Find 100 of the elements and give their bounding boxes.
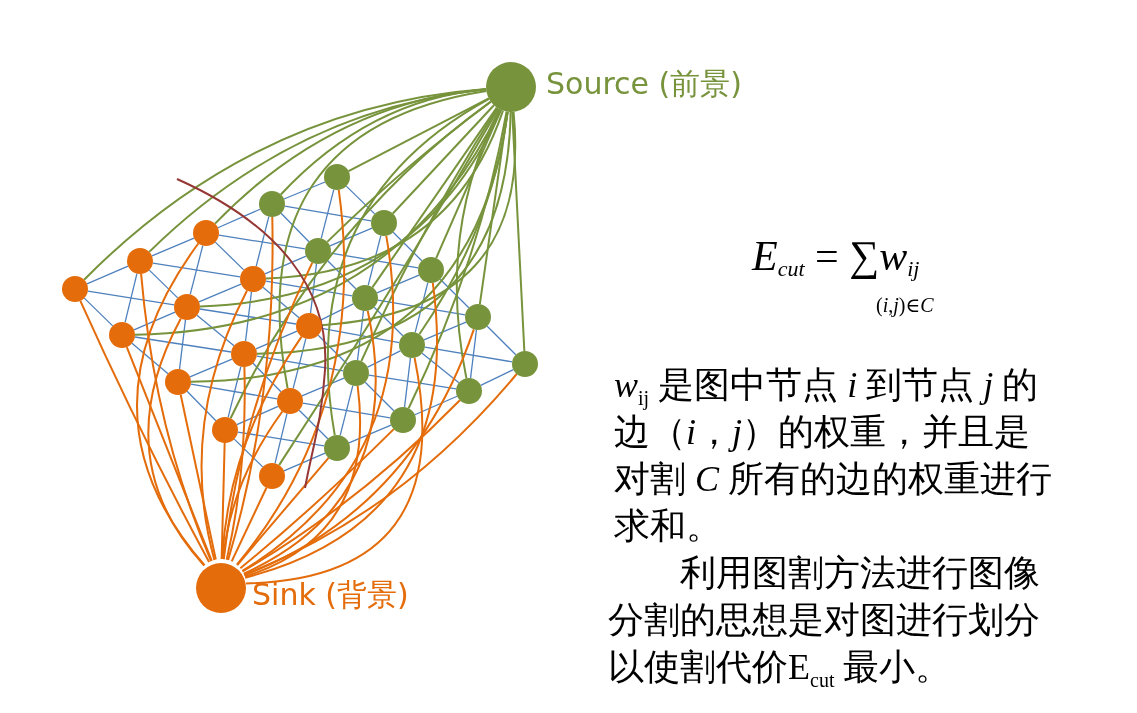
graph-edge — [367, 234, 382, 287]
graph-edge — [320, 188, 335, 240]
graph-edge — [229, 100, 492, 420]
graph-edge — [217, 208, 261, 229]
graph-edge — [278, 107, 500, 467]
graph-edge — [199, 308, 297, 325]
graph-edge — [256, 355, 344, 372]
graph-edge — [255, 330, 298, 350]
graph-edge — [190, 383, 278, 400]
graph-edge — [218, 234, 306, 250]
graph-node — [371, 210, 397, 236]
graph-node — [512, 351, 538, 377]
graph-edge — [86, 265, 129, 285]
graph-edge — [237, 431, 325, 447]
graph-node — [277, 388, 303, 414]
graph-edge — [339, 384, 354, 437]
terminal-label: Source (前景) — [546, 64, 742, 103]
graph-edge — [480, 369, 514, 386]
graph-edge — [198, 283, 242, 303]
graph-node — [193, 220, 219, 246]
graph-node — [399, 332, 425, 358]
graph-node — [259, 191, 285, 217]
graph-edge — [326, 259, 357, 290]
graph-edge — [376, 274, 420, 294]
formula-subscript: (i,j)∈C — [876, 293, 934, 317]
graph-node — [343, 360, 369, 386]
graph-edge — [377, 299, 466, 316]
graph-node — [165, 369, 191, 395]
graph-edge — [241, 399, 461, 573]
graph-edge — [391, 104, 495, 215]
graph-edge — [178, 319, 187, 370]
graph-edge — [455, 108, 501, 380]
graph-node — [62, 276, 88, 302]
graph-node — [109, 322, 135, 348]
graph-edge — [478, 110, 509, 306]
graph-edge — [414, 395, 458, 416]
graph-edge — [283, 181, 326, 200]
graph-edge — [243, 373, 518, 576]
graph-edge — [371, 106, 498, 289]
graph-edge — [364, 381, 395, 412]
graph-edge — [403, 357, 412, 408]
graph-edge — [140, 272, 213, 563]
graph-node — [127, 248, 153, 274]
graph-edge — [360, 107, 499, 363]
graph-edge — [392, 231, 423, 262]
graph-edge — [367, 350, 401, 368]
graph-edge — [242, 309, 377, 575]
graph-edge — [245, 356, 424, 585]
graph-edge — [407, 110, 508, 410]
graph-node — [352, 285, 378, 311]
graph-edge — [320, 110, 517, 327]
graph-edge — [469, 329, 478, 379]
graph-edge — [87, 290, 175, 306]
graph-edge — [348, 424, 392, 444]
graph-edge — [262, 286, 300, 319]
graph-node — [324, 164, 350, 190]
graph-edge — [368, 374, 457, 390]
graph-edge — [373, 306, 404, 337]
graph-edge — [220, 442, 226, 560]
graph-edge — [326, 97, 491, 437]
graph-edge — [423, 321, 467, 341]
graph-edge — [189, 244, 204, 296]
graph-edge — [321, 327, 400, 344]
graph-edge — [148, 269, 179, 299]
graph-edge — [230, 486, 268, 563]
graph-node — [212, 417, 238, 443]
graph-edge — [320, 303, 354, 321]
graph-edge — [225, 366, 246, 561]
graph-edge — [511, 110, 526, 352]
graph-node — [240, 266, 266, 292]
graph-edge — [284, 205, 372, 222]
graph-edge — [239, 428, 395, 570]
graph-edge — [356, 310, 365, 361]
paragraph: 利用图割方法进行图像分割的思想是对图进行划分以使割代价E$_{cut}$ 最小。 — [608, 552, 1041, 691]
graph-edge — [151, 237, 195, 257]
graph-edge — [255, 215, 270, 268]
graph-edge — [214, 241, 245, 271]
graph-edge — [147, 317, 206, 567]
graph-edge — [265, 109, 504, 280]
graph-node — [296, 313, 322, 339]
graph-edge — [222, 261, 314, 561]
graph-edge — [241, 234, 395, 572]
graph-edge — [152, 262, 241, 278]
graph-edge — [347, 97, 490, 173]
graph-edge — [233, 438, 264, 468]
graph-edge — [200, 289, 249, 561]
graph-edge — [133, 311, 176, 331]
graph-edge — [83, 297, 114, 327]
graph-node — [456, 378, 482, 404]
graph-node — [465, 304, 491, 330]
graph-edge — [131, 342, 169, 375]
graph-edge — [222, 410, 284, 561]
graph-edge — [301, 377, 345, 397]
graph-edge — [244, 281, 438, 579]
graph-node — [324, 435, 350, 461]
graph-node — [174, 294, 200, 320]
graph-edge — [283, 452, 326, 472]
graph-node — [259, 463, 285, 489]
graph-edge — [243, 328, 475, 577]
graph-edge — [227, 216, 274, 562]
